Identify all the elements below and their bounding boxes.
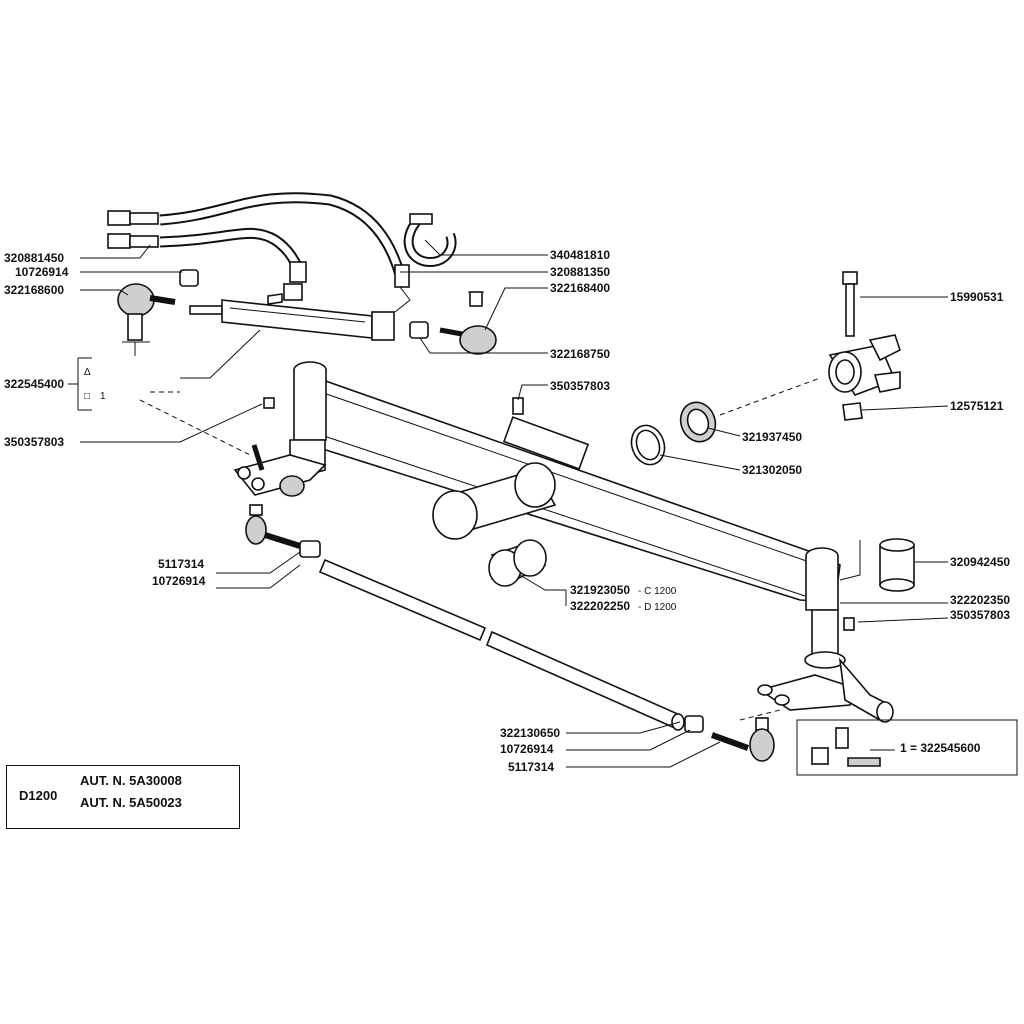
label-321937450: 321937450 [742, 430, 802, 444]
inset-detail [796, 719, 1018, 776]
seal-rings [630, 401, 717, 466]
tie-rod [318, 558, 685, 731]
model-code: D1200 [19, 788, 58, 803]
label-15990531: 15990531 [950, 290, 1004, 304]
ball-joint-left [117, 269, 199, 356]
label-320942450: 320942450 [950, 555, 1010, 569]
label-10726914-bottom: 10726914 [500, 742, 554, 756]
authorization-2: AUT. N. 5A50023 [80, 795, 182, 810]
label-10726914-top: 10726914 [15, 265, 69, 279]
label-321302050: 321302050 [742, 463, 802, 477]
tie-rod-end-left [245, 504, 321, 558]
legend-square: □ [84, 391, 90, 402]
support-bracket [828, 271, 901, 421]
legend-square-value: 1 [100, 391, 106, 402]
label-322168600: 322168600 [4, 283, 64, 297]
label-322168750: 322168750 [550, 347, 610, 361]
label-350357803-right: 350357803 [950, 608, 1010, 622]
note-322202250: - D 1200 [638, 602, 677, 613]
label-320881450: 320881450 [4, 251, 64, 265]
right-steering-knuckle [757, 609, 894, 723]
hose-clamp [403, 213, 457, 268]
leader-lines [68, 239, 949, 768]
bushing-right [879, 538, 915, 592]
label-12575121: 12575121 [950, 399, 1004, 413]
inset-text: 1 = 322545600 [900, 741, 981, 755]
label-322202350: 322202350 [950, 593, 1010, 607]
legend-triangle: Δ [84, 367, 91, 378]
note-321923050: - C 1200 [638, 586, 677, 597]
left-steering-knuckle [233, 439, 327, 497]
part-labels: 320881450 10726914 322168600 322545400 Δ… [4, 248, 1010, 774]
label-10726914-left: 10726914 [152, 574, 206, 588]
front-axle-beam [293, 361, 841, 611]
label-350357803-mid: 350357803 [550, 379, 610, 393]
label-5117314-left: 5117314 [158, 557, 204, 571]
info-box: D1200 AUT. N. 5A30008 AUT. N. 5A50023 [6, 765, 240, 829]
steering-cylinder [189, 293, 395, 341]
label-320881350: 320881350 [550, 265, 610, 279]
label-322545400: 322545400 [4, 377, 64, 391]
label-322130650: 322130650 [500, 726, 560, 740]
bushing-center [488, 539, 547, 587]
label-321923050: 321923050 [570, 583, 630, 597]
grease-nipples [263, 397, 855, 631]
hydraulic-hoses [107, 192, 411, 313]
label-350357803-left: 350357803 [4, 435, 64, 449]
ball-joint-right [409, 291, 497, 355]
label-5117314-bottom: 5117314 [508, 760, 554, 774]
tie-rod-end-right [684, 715, 775, 762]
authorization-1: AUT. N. 5A30008 [80, 773, 182, 788]
label-340481810: 340481810 [550, 248, 610, 262]
label-322202250: 322202250 [570, 599, 630, 613]
label-322168400: 322168400 [550, 281, 610, 295]
